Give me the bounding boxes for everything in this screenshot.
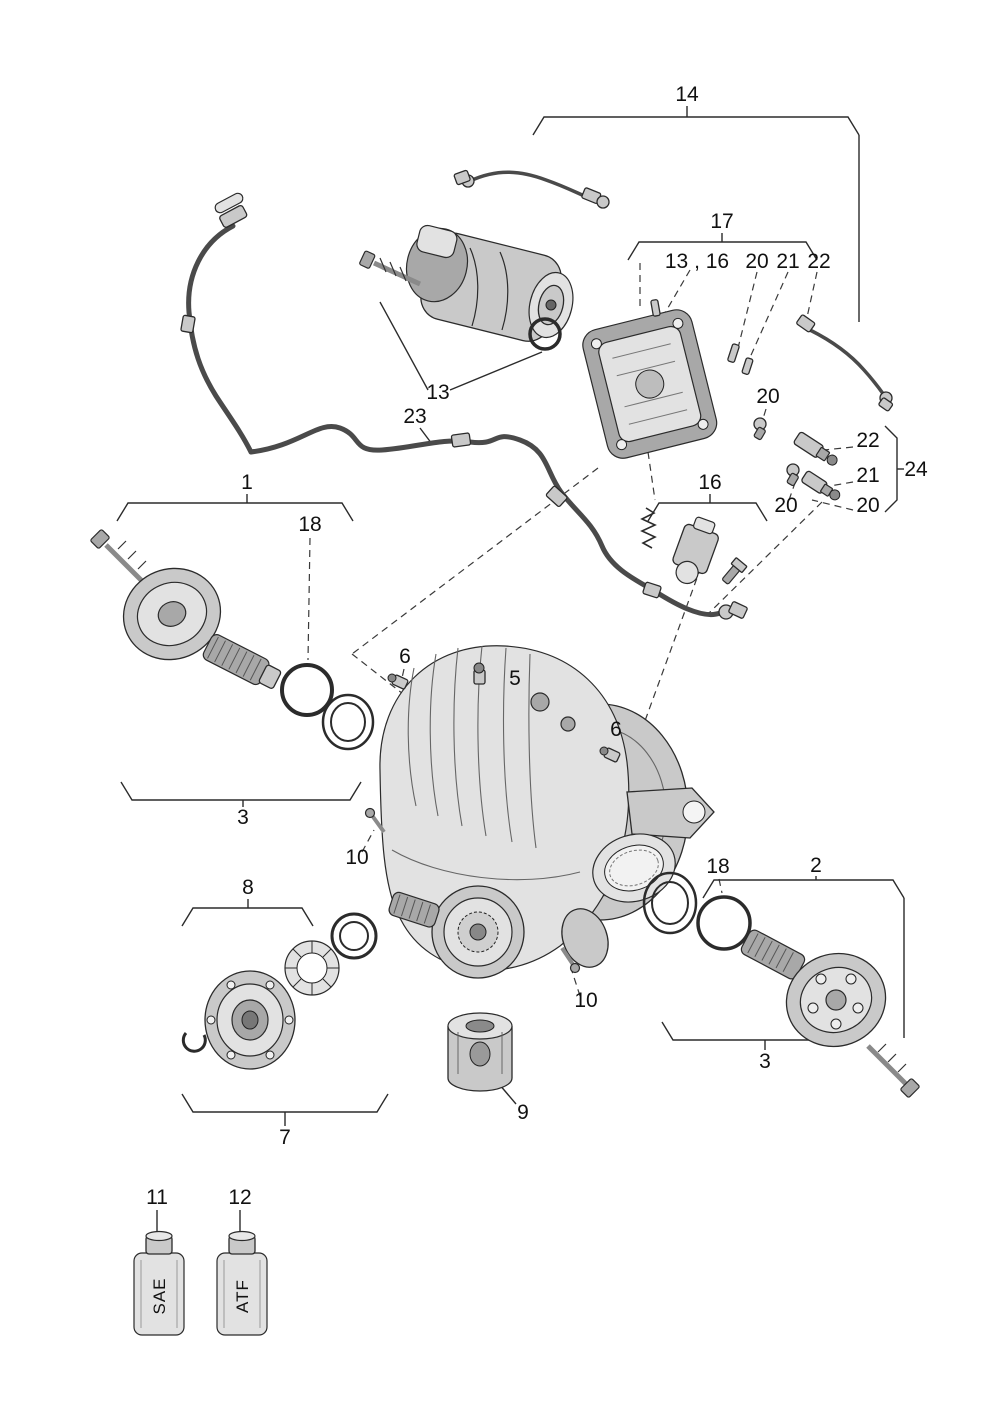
breather-tube <box>180 192 254 455</box>
flange-bolt-right <box>866 1043 920 1098</box>
bearing <box>284 940 340 996</box>
callout-24[interactable]: 24 <box>904 458 928 481</box>
callout-20-top[interactable]: 20 <box>745 250 768 273</box>
flange-shaft-left <box>90 529 282 689</box>
valve-body <box>582 309 718 459</box>
bottle-atf-label: ATF <box>233 1279 252 1313</box>
callout-13[interactable]: 13 <box>426 381 449 404</box>
callout-3-left[interactable]: 3 <box>237 806 249 829</box>
callout-20-low-left[interactable]: 20 <box>774 494 797 517</box>
callout-14[interactable]: 14 <box>675 83 699 106</box>
actuator-motor <box>405 224 574 342</box>
callout-20-mid[interactable]: 20 <box>756 385 779 408</box>
seal-small <box>330 912 378 960</box>
bottle-sae: SAE <box>133 1230 185 1336</box>
callout-20-low-right[interactable]: 20 <box>856 494 879 517</box>
callout-18-right[interactable]: 18 <box>706 855 729 878</box>
callout-16[interactable]: 16 <box>698 471 721 494</box>
callout-22-top[interactable]: 22 <box>807 250 830 273</box>
hose-rear <box>796 314 894 412</box>
plug-20-lower <box>786 463 800 487</box>
motor-oring <box>528 317 562 351</box>
callout-brackets <box>116 106 905 1239</box>
callout-3-right[interactable]: 3 <box>759 1050 771 1073</box>
callout-11[interactable]: 11 <box>146 1186 168 1209</box>
solenoid-valve <box>640 507 748 585</box>
callout-6-left[interactable]: 6 <box>399 645 411 668</box>
differential-housing <box>379 645 715 979</box>
callout-1[interactable]: 1 <box>241 471 253 494</box>
callout-7[interactable]: 7 <box>279 1126 291 1149</box>
callout-21-right[interactable]: 21 <box>856 464 879 487</box>
sensor-22 <box>793 431 838 466</box>
motor-bolt <box>359 250 422 287</box>
circlip <box>181 1032 207 1053</box>
callout-17[interactable]: 17 <box>710 210 733 233</box>
valve-body-bolts <box>650 299 754 375</box>
callout-10-left[interactable]: 10 <box>345 846 368 869</box>
hose-front <box>453 169 610 209</box>
callout-12[interactable]: 12 <box>228 1186 251 1209</box>
sensor-21 <box>801 470 841 501</box>
wiring-harness <box>248 424 748 620</box>
callout-22-right[interactable]: 22 <box>856 429 879 452</box>
seal-ring-right <box>642 871 698 935</box>
bottle-atf: ATF <box>216 1230 268 1336</box>
callout-2[interactable]: 2 <box>810 854 822 877</box>
callout-21-top[interactable]: 21 <box>776 250 799 273</box>
callout-5[interactable]: 5 <box>509 667 521 690</box>
callout-13-16[interactable]: 13 , 16 <box>665 250 729 273</box>
bearing-cover <box>204 970 296 1070</box>
callout-8[interactable]: 8 <box>242 876 254 899</box>
seal-ring-left <box>321 693 375 751</box>
callout-10-right[interactable]: 10 <box>574 989 597 1012</box>
callout-6-right[interactable]: 6 <box>610 718 622 741</box>
plug-6-left <box>387 673 409 690</box>
flange-shaft-right <box>740 929 887 1048</box>
callout-labels: 14 17 13 , 16 20 21 22 13 23 20 22 21 24… <box>146 83 928 1209</box>
plug-5 <box>473 662 486 685</box>
bottle-sae-label: SAE <box>150 1277 169 1314</box>
plug-6-right <box>599 746 621 763</box>
callout-23[interactable]: 23 <box>403 405 426 428</box>
seal-left <box>280 663 334 717</box>
callout-18-left[interactable]: 18 <box>298 513 321 536</box>
callout-9[interactable]: 9 <box>517 1101 529 1124</box>
rubber-mount <box>447 1012 513 1092</box>
plug-20-upper <box>753 417 767 441</box>
oring-right <box>696 895 752 951</box>
bolt-10-upper <box>364 807 386 834</box>
bolt-10-lower <box>560 946 581 974</box>
